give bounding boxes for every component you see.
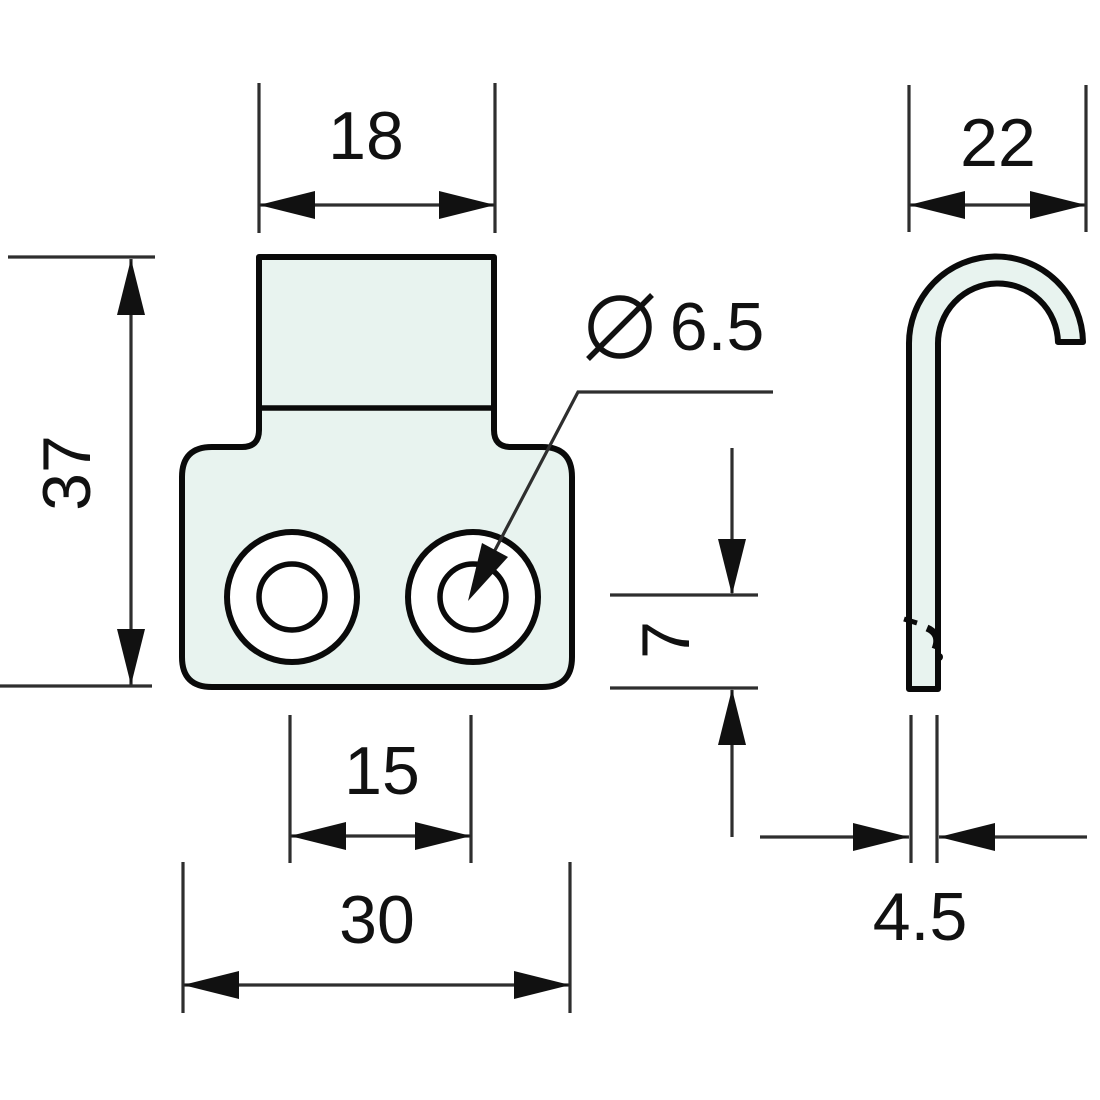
- arrowhead: [909, 191, 965, 219]
- side-view: [903, 253, 1086, 692]
- surface-marks: [903, 616, 943, 661]
- arrowhead: [183, 971, 239, 999]
- arrowhead: [117, 629, 145, 685]
- dim-base-width: 30: [181, 862, 572, 1013]
- dim-hole-diameter: 6.5: [468, 289, 773, 601]
- dim-base-width-label: 30: [339, 882, 415, 958]
- dim-hole-offset-label: 7: [628, 621, 704, 659]
- dim-top-width: 18: [257, 83, 497, 233]
- front-view: [179, 254, 575, 690]
- leader-line: [470, 390, 773, 595]
- diameter-symbol-circle: [588, 295, 652, 359]
- diameter-symbol-icon: [586, 293, 654, 361]
- diameter-symbol-slash: [586, 293, 654, 361]
- arrowhead: [1030, 191, 1086, 219]
- hook-profile-outline: [905, 253, 1086, 692]
- arrowhead: [117, 259, 145, 315]
- dim-hole-spacing: 15: [288, 715, 473, 863]
- dim-hook-width: 22: [907, 85, 1088, 232]
- arrowhead: [259, 191, 315, 219]
- surface-mark: [903, 616, 918, 626]
- dim-thickness: 4.5: [760, 715, 1087, 955]
- dim-thickness-label: 4.5: [873, 879, 968, 955]
- hole-right-inner: [437, 561, 509, 633]
- leader-arrowhead: [468, 543, 508, 601]
- dim-height-label: 37: [29, 435, 105, 511]
- arrowhead: [718, 689, 746, 745]
- surface-mark: [925, 624, 941, 651]
- arrowhead: [939, 823, 995, 851]
- arrowhead: [439, 191, 495, 219]
- dim-hole-spacing-label: 15: [344, 733, 420, 809]
- dim-height: 37: [0, 255, 155, 688]
- dim-top-width-label: 18: [328, 98, 404, 174]
- hole-left-inner: [256, 561, 328, 633]
- arrowhead: [514, 971, 570, 999]
- dim-hole-diameter-label: 6.5: [670, 289, 765, 365]
- arrowhead: [718, 539, 746, 595]
- arrowhead: [853, 823, 909, 851]
- dim-hook-width-label: 22: [960, 105, 1036, 181]
- arrowhead: [290, 822, 346, 850]
- arrowhead: [415, 822, 471, 850]
- surface-mark: [935, 653, 943, 661]
- dim-hole-offset: 7: [610, 448, 758, 837]
